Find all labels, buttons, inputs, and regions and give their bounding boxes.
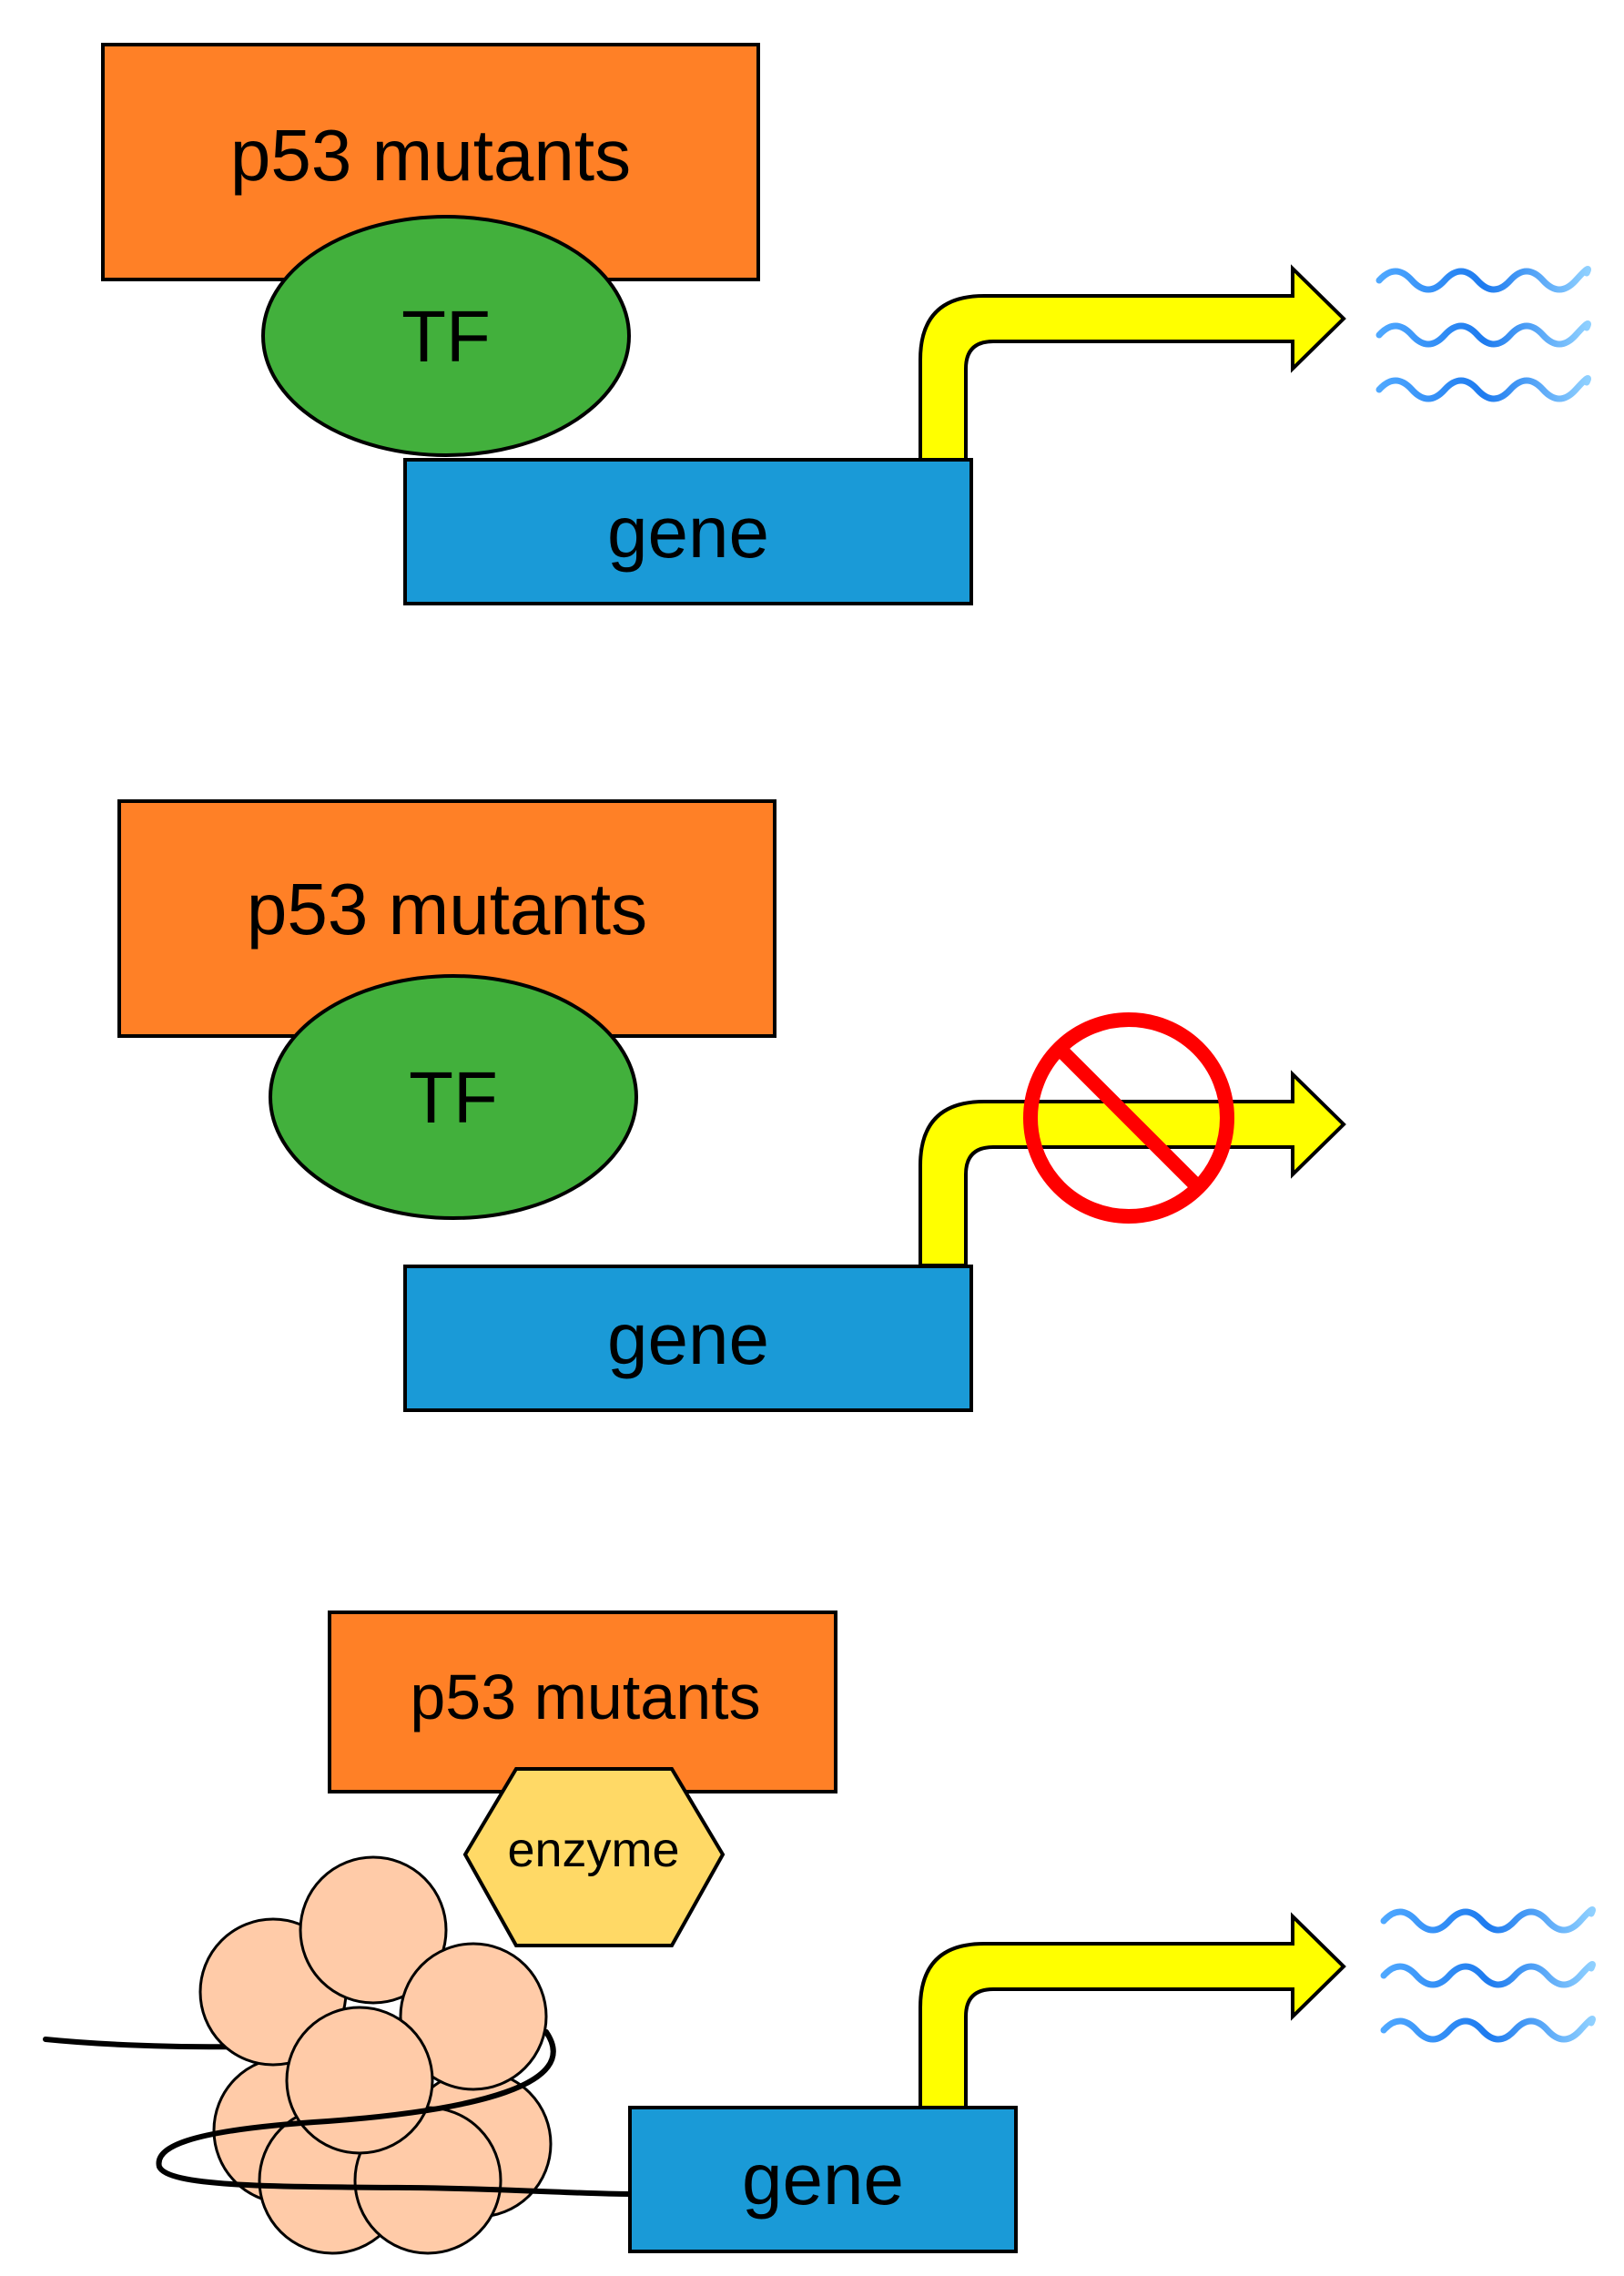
gene-label: gene xyxy=(607,1298,769,1379)
tf-label: TF xyxy=(401,296,491,377)
p53-mutants-box xyxy=(328,1610,837,1793)
no-entry-icon xyxy=(1023,1012,1234,1224)
gene-label: gene xyxy=(742,2139,904,2220)
p53-mutants-label: p53 mutants xyxy=(410,1661,760,1732)
gene-box xyxy=(403,1265,973,1412)
panel-1: p53 mutants TF gene xyxy=(101,43,1591,605)
mrna-wave-icon xyxy=(1380,1906,1596,2043)
p53-mutants-label: p53 mutants xyxy=(230,115,631,196)
tf-label: TF xyxy=(409,1057,498,1138)
gene-box xyxy=(628,2106,1018,2253)
mrna-wave-icon xyxy=(1375,266,1591,402)
panel-3: p53 mutants enzyme gene xyxy=(43,1610,1596,2255)
transcription-arrow xyxy=(919,1912,1346,2109)
panel-2: p53 mutants TF gene xyxy=(117,799,1346,1412)
tf-ellipse xyxy=(269,974,638,1220)
transcription-arrow xyxy=(919,1070,1346,1267)
enzyme-hexagon-shape xyxy=(462,1767,726,1947)
gene-box xyxy=(403,458,973,605)
transcription-arrow xyxy=(919,264,1346,462)
dna-strand-front xyxy=(156,2029,633,2197)
p53-mutants-label: p53 mutants xyxy=(247,869,647,950)
tf-ellipse xyxy=(261,215,631,457)
enzyme-label: enzyme xyxy=(507,1823,679,1877)
gene-label: gene xyxy=(607,492,769,573)
